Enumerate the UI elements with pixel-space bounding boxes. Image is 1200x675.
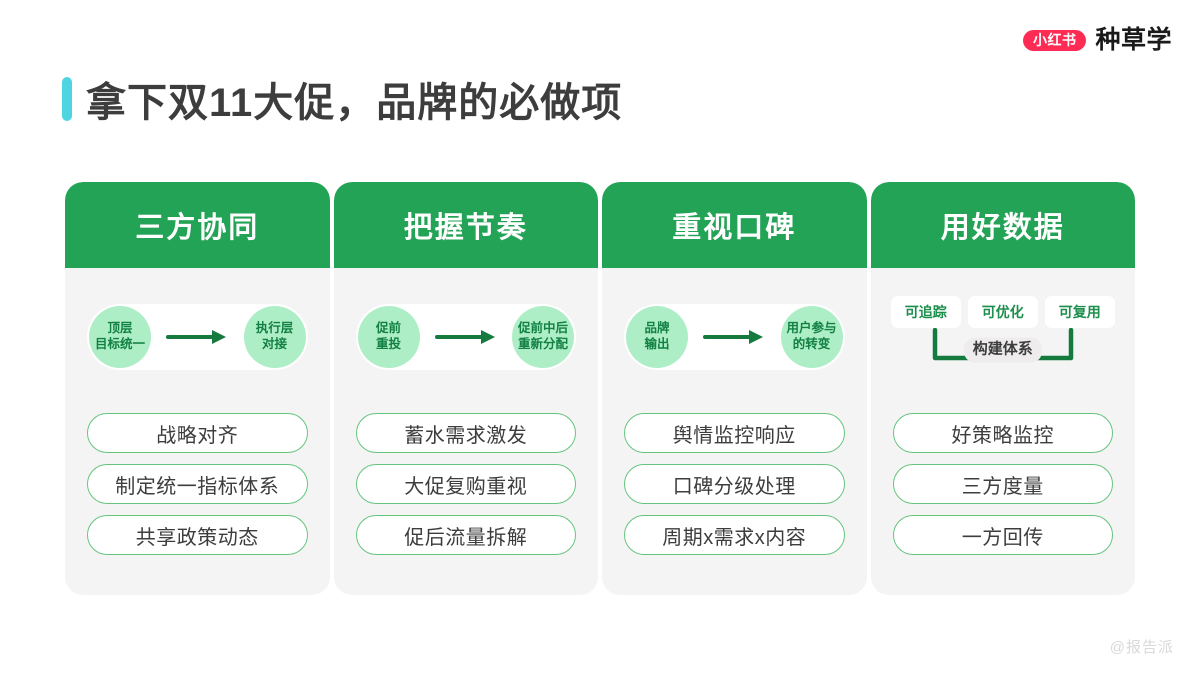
- flow-arrow-icon: [688, 329, 781, 345]
- pill-item[interactable]: 舆情监控响应: [624, 413, 845, 453]
- card-header: 用好数据: [870, 182, 1135, 268]
- pill-item[interactable]: 促后流量拆解: [355, 515, 576, 555]
- card-body: 顶层 目标统一 执行层 对接 战略对齐: [65, 268, 330, 595]
- pill-item[interactable]: 制定统一指标体系: [87, 464, 308, 504]
- flow-diagram: 顶层 目标统一 执行层 对接: [87, 304, 308, 370]
- card-body: 品牌 输出 用户参与 的转变 舆情监控响应: [602, 268, 867, 595]
- card-grasp-rhythm[interactable]: 把握节奏 促前 重投 促前中后 重新: [333, 182, 599, 595]
- pill-item[interactable]: 周期x需求x内容: [624, 515, 845, 555]
- flow-node-target: 用户参与 的转变: [780, 306, 843, 368]
- pill-item[interactable]: 大促复购重视: [355, 464, 576, 504]
- brand-logo: 小红书 种草学: [1022, 26, 1172, 54]
- card-use-data-well[interactable]: 用好数据 可追踪 可优化 可复用 构建体系: [870, 182, 1136, 595]
- matrix-box-item[interactable]: 可追踪: [890, 296, 961, 328]
- matrix-bracket-icon: 构建体系: [913, 328, 1093, 374]
- pill-list: 战略对齐 制定统一指标体系 共享政策动态: [87, 413, 308, 555]
- matrix-diagram: 可追踪 可优化 可复用 构建体系: [890, 296, 1115, 374]
- matrix-box-row: 可追踪 可优化 可复用: [890, 296, 1115, 328]
- flow-node-line1: 用户参与: [786, 321, 837, 336]
- pill-item[interactable]: 共享政策动态: [87, 515, 308, 555]
- pill-list: 好策略监控 三方度量 一方回传: [892, 413, 1113, 555]
- matrix-box-item[interactable]: 可优化: [967, 296, 1038, 328]
- card-value-reputation[interactable]: 重视口碑 品牌 输出 用户参与 的转: [602, 182, 867, 595]
- page-title: 拿下双11大促，品牌的必做项: [62, 70, 622, 128]
- card-header: 把握节奏: [333, 182, 598, 268]
- flow-node-line2: 目标统一: [94, 337, 145, 351]
- page-title-text: 拿下双11大促，品牌的必做项: [86, 81, 623, 125]
- pill-item[interactable]: 口碑分级处理: [624, 464, 845, 504]
- flow-node-line1: 促前: [375, 321, 401, 336]
- flow-node-source: 品牌 输出: [626, 306, 688, 368]
- card-header: 重视口碑: [602, 182, 867, 268]
- pill-item[interactable]: 一方回传: [892, 515, 1113, 555]
- flow-node-source: 顶层 目标统一: [89, 306, 151, 368]
- flow-node-line2: 重投: [375, 337, 401, 351]
- pill-item[interactable]: 好策略监控: [892, 413, 1113, 453]
- flow-node-target: 执行层 对接: [243, 306, 306, 368]
- xiaohongshu-badge-icon: 小红书: [1022, 30, 1087, 51]
- flow-arrow-icon: [151, 329, 244, 345]
- pill-item[interactable]: 三方度量: [892, 464, 1113, 504]
- pill-list: 舆情监控响应 口碑分级处理 周期x需求x内容: [624, 413, 845, 555]
- card-three-party-collaboration[interactable]: 三方协同 顶层 目标统一 执行层 对: [65, 182, 330, 595]
- card-title: 三方协同: [135, 212, 260, 244]
- card-grid: 三方协同 顶层 目标统一 执行层 对: [65, 182, 1135, 595]
- flow-node-source: 促前 重投: [357, 306, 420, 368]
- flow-node-line2: 重新分配: [517, 337, 568, 351]
- card-title: 用好数据: [940, 212, 1065, 244]
- flow-diagram: 品牌 输出 用户参与 的转变: [624, 304, 845, 370]
- card-body: 促前 重投 促前中后 重新分配 蓄水需求激发: [334, 268, 599, 595]
- flow-node-line1: 顶层: [107, 321, 133, 336]
- flow-node-line1: 执行层: [255, 321, 294, 336]
- watermark: @报告派: [1109, 639, 1174, 656]
- flow-arrow-icon: [420, 329, 513, 345]
- flow-node-line1: 品牌: [644, 321, 670, 336]
- matrix-label: 构建体系: [963, 337, 1042, 363]
- card-header: 三方协同: [65, 182, 330, 268]
- title-accent-bar: [62, 77, 72, 121]
- card-title: 重视口碑: [672, 212, 797, 244]
- pill-item[interactable]: 蓄水需求激发: [355, 413, 576, 453]
- flow-node-target: 促前中后 重新分配: [512, 306, 574, 368]
- card-body: 可追踪 可优化 可复用 构建体系 好策略监控 三方度量 一方回传: [871, 268, 1136, 595]
- flow-diagram: 促前 重投 促前中后 重新分配: [355, 304, 576, 370]
- flow-node-line2: 对接: [261, 337, 287, 351]
- card-title: 把握节奏: [403, 212, 528, 244]
- matrix-box-item[interactable]: 可复用: [1044, 296, 1115, 328]
- brand-name-label: 种草学: [1095, 26, 1172, 54]
- flow-node-line2: 的转变: [792, 337, 831, 351]
- pill-list: 蓄水需求激发 大促复购重视 促后流量拆解: [355, 413, 576, 555]
- flow-node-line1: 促前中后: [517, 321, 568, 336]
- pill-item[interactable]: 战略对齐: [87, 413, 308, 453]
- flow-node-line2: 输出: [644, 337, 670, 351]
